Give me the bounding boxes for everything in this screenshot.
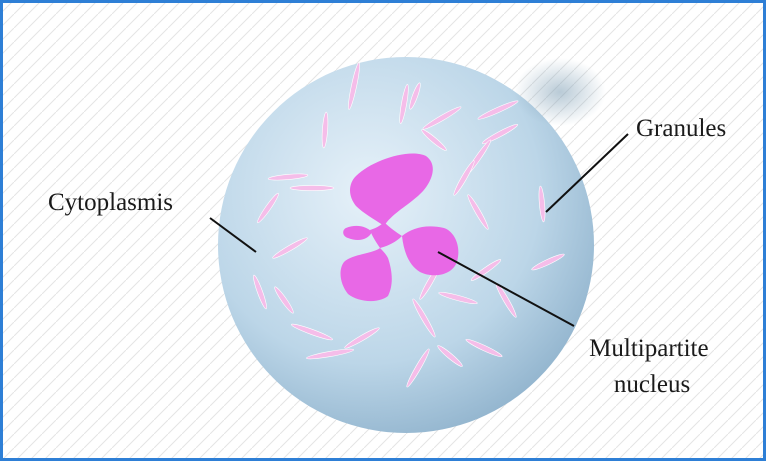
cytoplasm-label: Cytoplasmis: [48, 189, 173, 216]
nucleus-label-line1: Multipartite: [589, 335, 708, 362]
cell-highlight: [514, 58, 606, 126]
granules-label: Granules: [636, 115, 726, 142]
nucleus-label-line2: nucleus: [614, 371, 690, 398]
granule: [290, 185, 334, 190]
